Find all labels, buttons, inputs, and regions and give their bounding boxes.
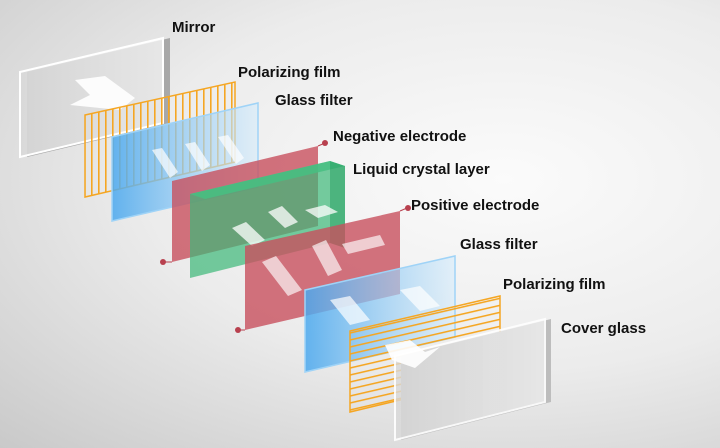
electrode-terminal-icon bbox=[322, 140, 328, 146]
electrode-terminal-icon bbox=[405, 205, 411, 211]
cover-glass-panel bbox=[385, 317, 551, 442]
light-arrow-icon bbox=[70, 76, 135, 110]
label-polarizing-film-2: Polarizing film bbox=[503, 276, 606, 293]
label-polarizing-film-1: Polarizing film bbox=[238, 64, 341, 81]
label-mirror: Mirror bbox=[172, 19, 216, 36]
electrode-terminal-icon bbox=[235, 327, 241, 333]
label-liquid-crystal-layer: Liquid crystal layer bbox=[353, 161, 490, 178]
label-glass-filter-2: Glass filter bbox=[460, 236, 538, 253]
label-negative-electrode: Negative electrode bbox=[333, 128, 466, 145]
electrode-terminal-icon bbox=[160, 259, 166, 265]
label-glass-filter-1: Glass filter bbox=[275, 92, 353, 109]
label-cover-glass: Cover glass bbox=[561, 320, 646, 337]
light-arrow-icon bbox=[385, 340, 440, 368]
label-positive-electrode: Positive electrode bbox=[411, 197, 539, 214]
